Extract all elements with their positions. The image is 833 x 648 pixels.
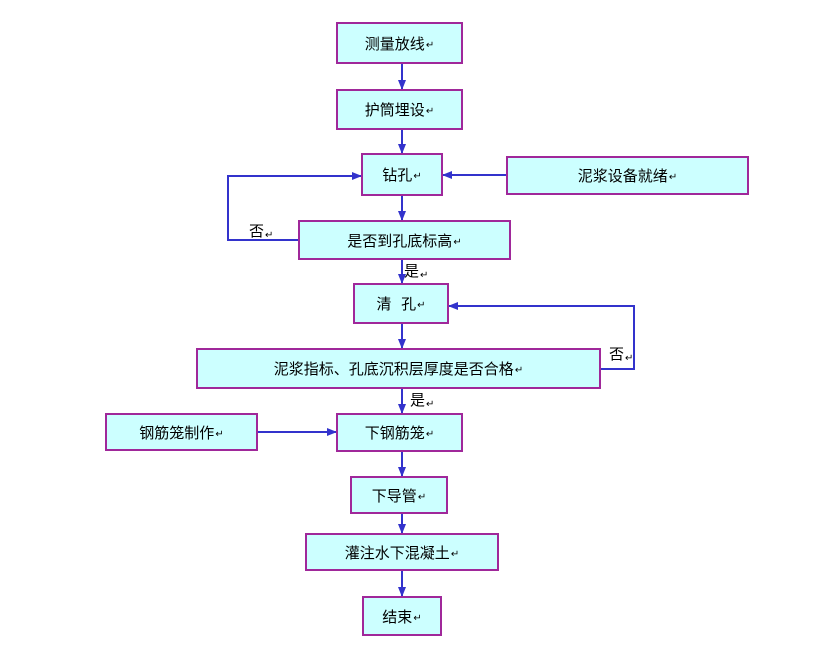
node-cage-lower: 下钢筋笼↵ xyxy=(336,413,463,452)
return-mark: ↵ xyxy=(514,365,524,376)
return-mark: ↵ xyxy=(413,171,422,182)
return-mark: ↵ xyxy=(668,172,678,183)
node-check-quality-text: 泥浆指标、孔底沉积层厚度是否合格 xyxy=(273,360,514,378)
return-mark: ↵ xyxy=(420,270,429,281)
label-yes-depth-text: 是 xyxy=(404,262,420,280)
node-clean: 清 孔↵ xyxy=(353,283,449,324)
label-no-depth-text: 否 xyxy=(249,222,265,240)
node-pipe-lower: 下导管↵ xyxy=(350,476,448,514)
return-mark: ↵ xyxy=(450,548,460,560)
node-pipe-lower-text: 下导管 xyxy=(371,486,417,505)
node-cage-make: 钢筋笼制作↵ xyxy=(105,413,258,451)
return-mark: ↵ xyxy=(417,491,427,503)
return-mark: ↵ xyxy=(453,236,462,248)
node-clean-text: 清 孔 xyxy=(376,295,417,313)
node-survey: 测量放线↵ xyxy=(336,22,463,64)
label-no-quality: 否↵ xyxy=(609,343,633,364)
label-yes-quality: 是↵ xyxy=(410,389,434,410)
node-pour: 灌注水下混凝土↵ xyxy=(305,533,499,571)
arrow-no-depth-loop xyxy=(227,172,362,241)
node-drill-text: 钻孔 xyxy=(382,166,413,184)
label-yes-quality-text: 是 xyxy=(410,391,426,409)
node-casing: 护筒埋设↵ xyxy=(336,89,463,130)
node-mud-ready: 泥浆设备就绪↵ xyxy=(506,156,749,195)
return-mark: ↵ xyxy=(425,106,435,117)
return-mark: ↵ xyxy=(425,429,435,440)
node-check-depth: 是否到孔底标高↵ xyxy=(298,220,511,260)
return-mark: ↵ xyxy=(417,300,426,311)
arrow-no-quality-loop xyxy=(448,302,635,370)
node-end-text: 结束 xyxy=(382,607,413,626)
node-mud-ready-text: 泥浆设备就绪 xyxy=(577,167,668,185)
node-cage-lower-text: 下钢筋笼 xyxy=(364,424,425,442)
node-check-depth-text: 是否到孔底标高 xyxy=(347,231,453,250)
return-mark: ↵ xyxy=(215,428,224,440)
label-yes-depth: 是↵ xyxy=(404,260,428,281)
node-check-quality: 泥浆指标、孔底沉积层厚度是否合格↵ xyxy=(196,348,601,389)
return-mark: ↵ xyxy=(265,230,274,241)
node-drill: 钻孔↵ xyxy=(361,153,443,196)
return-mark: ↵ xyxy=(425,39,435,51)
return-mark: ↵ xyxy=(426,399,435,410)
node-pour-text: 灌注水下混凝土 xyxy=(344,543,450,562)
label-no-quality-text: 否 xyxy=(609,345,625,363)
return-mark: ↵ xyxy=(625,353,634,364)
node-cage-make-text: 钢筋笼制作 xyxy=(139,423,215,442)
node-casing-text: 护筒埋设 xyxy=(364,101,425,119)
node-survey-text: 测量放线 xyxy=(364,34,425,53)
node-end: 结束↵ xyxy=(362,596,442,636)
label-no-depth: 否↵ xyxy=(249,220,273,241)
return-mark: ↵ xyxy=(413,612,422,624)
